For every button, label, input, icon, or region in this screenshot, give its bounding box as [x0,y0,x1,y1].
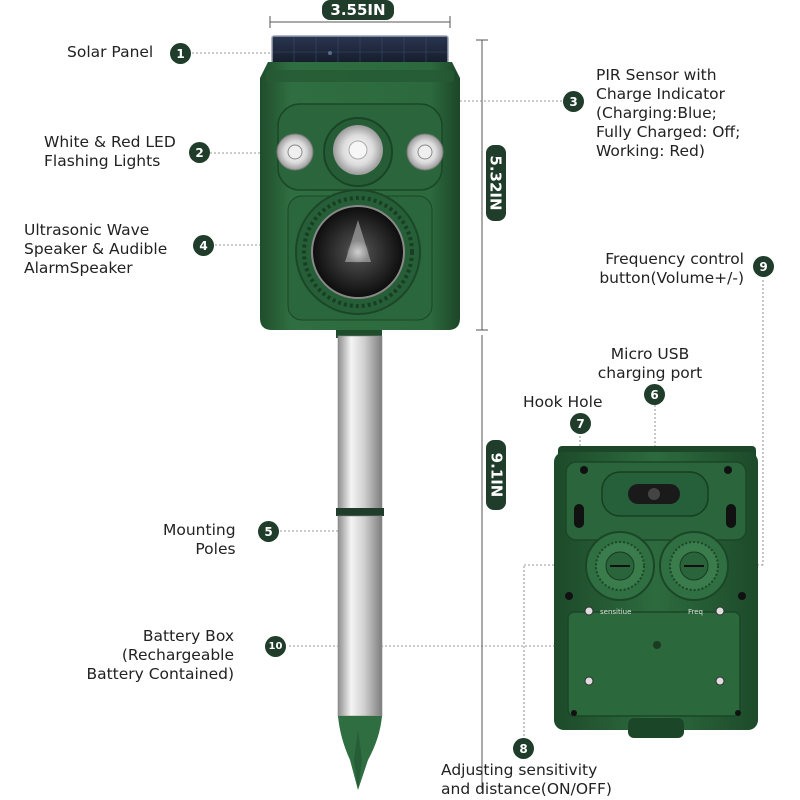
callout-9-label: Frequency control button(Volume+/-) [599,250,744,287]
solar-panel [271,35,449,69]
callout-4-label: Ultrasonic Wave Speaker & Audible AlarmS… [24,221,168,277]
dimension-height-pole: 9.1IN [486,440,506,510]
dimension-width-text: 3.55IN [330,1,386,19]
callout-1-label: Solar Panel [67,43,154,61]
callout-7-badge: 7 [570,413,591,434]
dimension-height-top-text: 5.32IN [487,155,505,211]
screws [565,466,746,716]
callout-5-badge: 5 [258,521,279,542]
hook-hole-right [726,504,736,528]
frequency-knob [659,531,729,601]
pir-sensor [323,117,393,187]
callout-8-label: Adjusting sensitivity and distance(ON/OF… [441,761,612,798]
callout-1-badge: 1 [170,43,191,64]
callout-10-label: Battery Box (Rechargeable Battery Contai… [86,627,234,683]
led-light-right [406,133,444,171]
callout-3-label: PIR Sensor with Charge Indicator (Chargi… [596,66,741,160]
hook-hole-left [574,504,584,528]
sensitivity-knob [585,531,655,601]
frequency-knob-label: Freq [688,608,703,616]
callout-3-badge: 3 [563,91,584,112]
callout-5-label: Mounting Poles [163,521,236,558]
callout-2-label: White & Red LED Flashing Lights [44,133,176,170]
callout-6-label: Micro USB charging port [597,345,703,382]
device-back-body [554,446,758,738]
callout-10-badge: 10 [265,636,286,657]
callout-8-badge: 8 [513,738,534,759]
dimension-lines [269,16,488,790]
callout-2-badge: 2 [189,142,210,163]
dimension-height-pole-text: 9.1IN [487,452,505,498]
sensitivity-knob-label: sensitiue [600,608,631,616]
callout-7-label: Hook Hole [523,393,603,411]
callout-9-badge: 9 [753,256,774,277]
speaker [295,189,421,315]
mounting-pole [336,330,384,790]
callout-6-badge: 6 [644,384,665,405]
dimension-height-top: 5.32IN [486,145,506,221]
led-light-left [276,133,314,171]
callout-4-badge: 4 [193,235,214,256]
dimension-width: 3.55IN [322,0,394,20]
